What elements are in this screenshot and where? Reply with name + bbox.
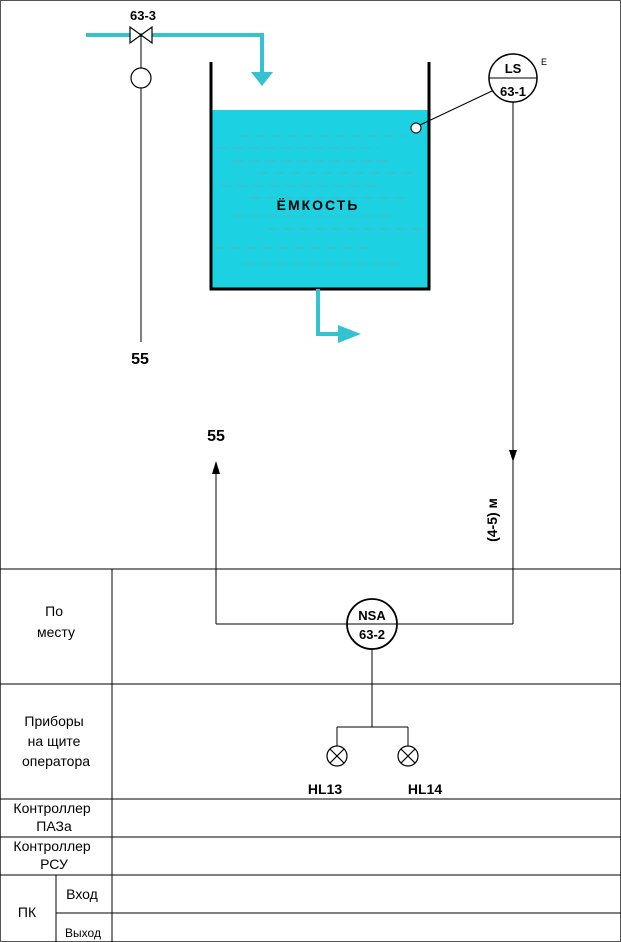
lamp-hl14-label: HL14 [408,781,442,797]
measure-range: (4-5) м [484,498,500,542]
level-sensor-point [410,122,422,134]
valve-tag: 63-3 [130,8,156,23]
valve-actuator [130,67,152,89]
row-pc-label: ПК [18,904,37,920]
outlet-arrow [338,325,361,343]
alarm-nsa-63-2[interactable]: NSA 63-2 [346,598,398,650]
valve-63-3[interactable] [129,25,153,89]
alarm-line1: NSA [358,608,386,623]
liquid-ripples [214,135,426,265]
lamp-hl13[interactable] [326,745,348,767]
level-switch-ls-63-1[interactable]: LS 63-1 [488,53,538,103]
level-switch-line2: 63-1 [500,84,526,99]
valve-icon [129,25,143,45]
row-rsu-label: Контроллер РСУ [13,838,94,872]
row-local-label: По месту [37,603,75,640]
level-switch-line1: LS [505,61,522,76]
ls-signal-arrow [509,450,517,462]
inlet-pipe [86,33,264,78]
level-switch-power-mark: E [541,57,547,67]
alarm-line2: 63-2 [359,627,385,642]
instrument-table-grid [0,568,621,942]
valve-line-ref: 55 [131,351,149,368]
lamp-wiring [336,649,409,746]
inlet-arrow [251,72,273,86]
lamp-hl13-label: HL13 [308,781,342,797]
lamp-hl14[interactable] [397,745,419,767]
row-pc-output-label: Выход [65,926,101,940]
row-pc-input-label: Вход [66,886,98,902]
row-paz-label: Контроллер ПАЗа [13,800,94,834]
tank-liquid [211,110,429,289]
row-panel-label: Приборы на щите оператора [22,713,90,769]
outlet-pipe [316,289,345,336]
tank-label: ЁМКОСТЬ [277,197,360,213]
nsa-output-arrow [212,461,220,474]
output-line-ref: 55 [207,428,225,445]
level-sensor-link [419,90,493,126]
